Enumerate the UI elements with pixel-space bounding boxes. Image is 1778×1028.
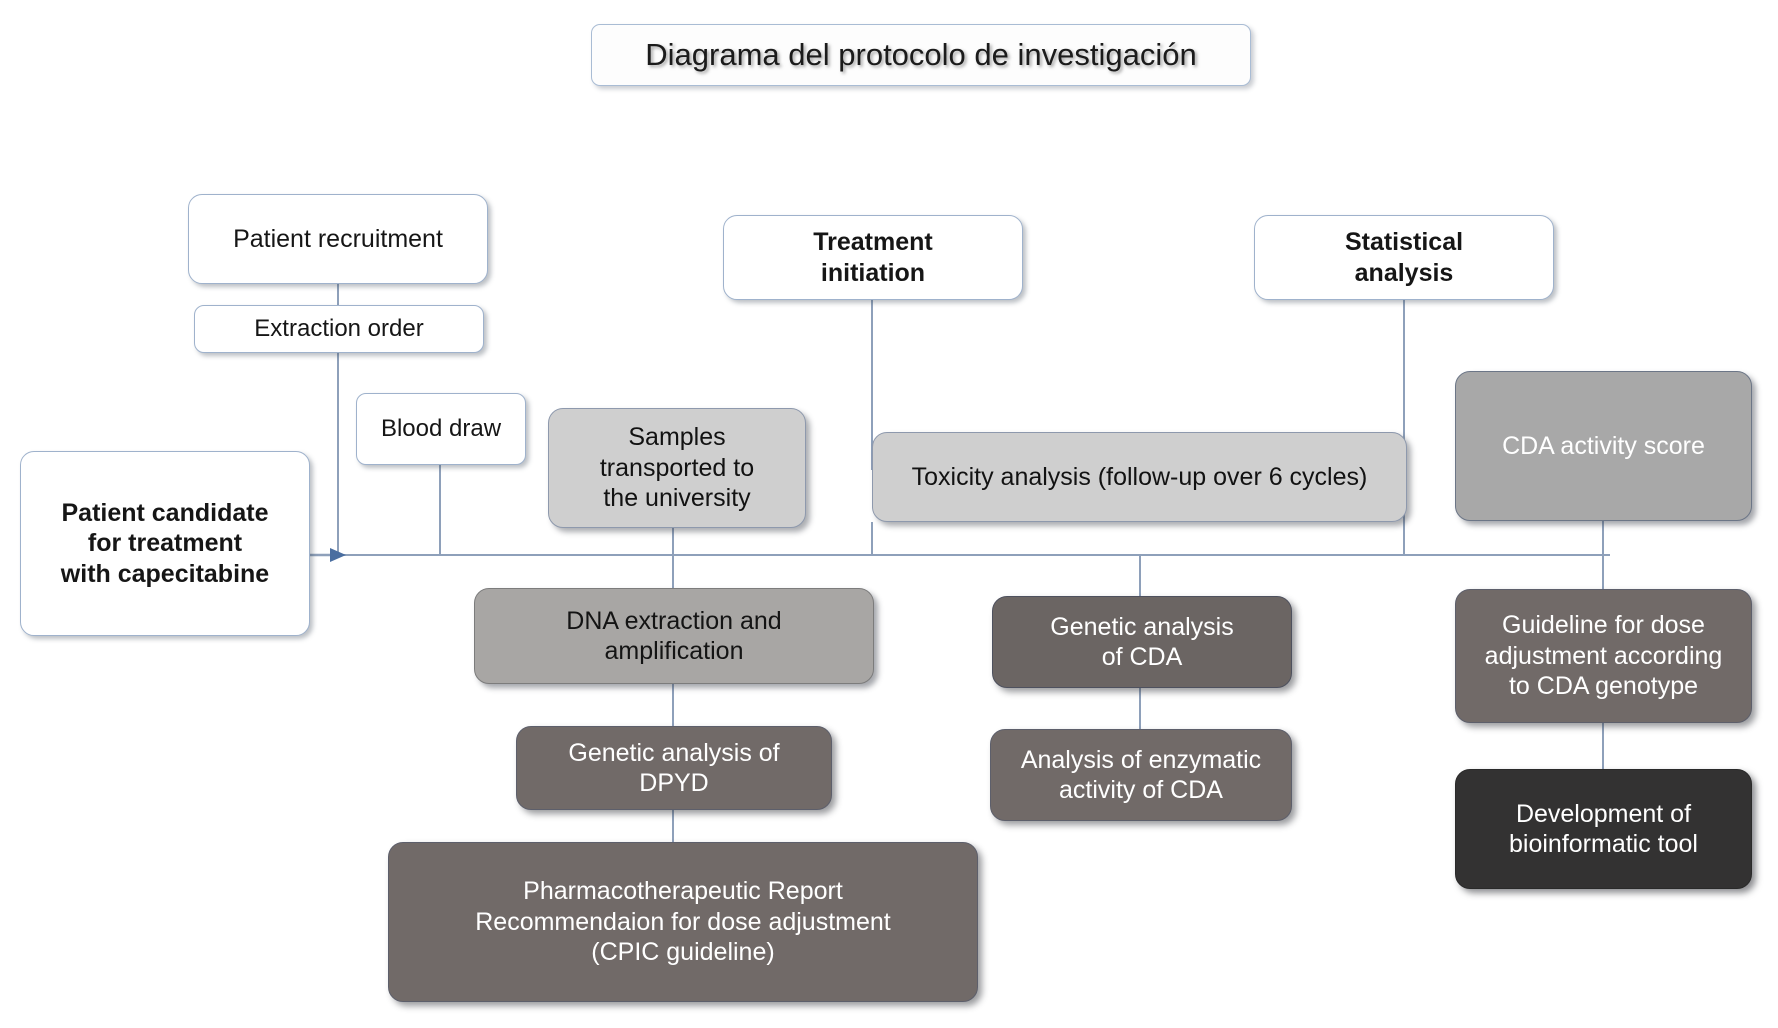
node-blood-draw[interactable]: Blood draw <box>356 393 526 465</box>
node-enzymatic-activity-cda[interactable]: Analysis of enzymatic activity of CDA <box>990 729 1292 821</box>
node-genetic-analysis-dpyd[interactable]: Genetic analysis of DPYD <box>516 726 832 810</box>
node-guideline-dose-adjustment[interactable]: Guideline for dose adjustment according … <box>1455 589 1752 723</box>
node-samples-transported[interactable]: Samples transported to the university <box>548 408 806 528</box>
diagram-title: Diagrama del protocolo de investigación <box>591 24 1251 86</box>
node-treatment-initiation[interactable]: Treatment initiation <box>723 215 1023 300</box>
node-extraction-order[interactable]: Extraction order <box>194 305 484 353</box>
node-dna-extraction[interactable]: DNA extraction and amplification <box>474 588 874 684</box>
arrow-head-icon <box>330 548 346 562</box>
node-patient-recruitment[interactable]: Patient recruitment <box>188 194 488 284</box>
node-statistical-analysis-label: Statistical analysis <box>1344 228 1464 287</box>
node-development-bioinformatic-tool[interactable]: Development of bioinformatic tool <box>1455 769 1752 889</box>
node-cda-activity-score[interactable]: CDA activity score <box>1455 371 1752 521</box>
node-toxicity-analysis[interactable]: Toxicity analysis (follow-up over 6 cycl… <box>872 432 1407 522</box>
node-patient-candidate[interactable]: Patient candidate for treatment with cap… <box>20 451 310 636</box>
node-statistical-analysis[interactable]: Statistical analysis <box>1254 215 1554 300</box>
node-genetic-analysis-cda[interactable]: Genetic analysis of CDA <box>992 596 1292 688</box>
node-pharmacotherapeutic-report[interactable]: Pharmacotherapeutic Report Recommendaion… <box>388 842 978 1002</box>
node-patient-candidate-label: Patient candidate for treatment with cap… <box>60 498 270 588</box>
node-treatment-initiation-label: Treatment initiation <box>813 228 933 287</box>
